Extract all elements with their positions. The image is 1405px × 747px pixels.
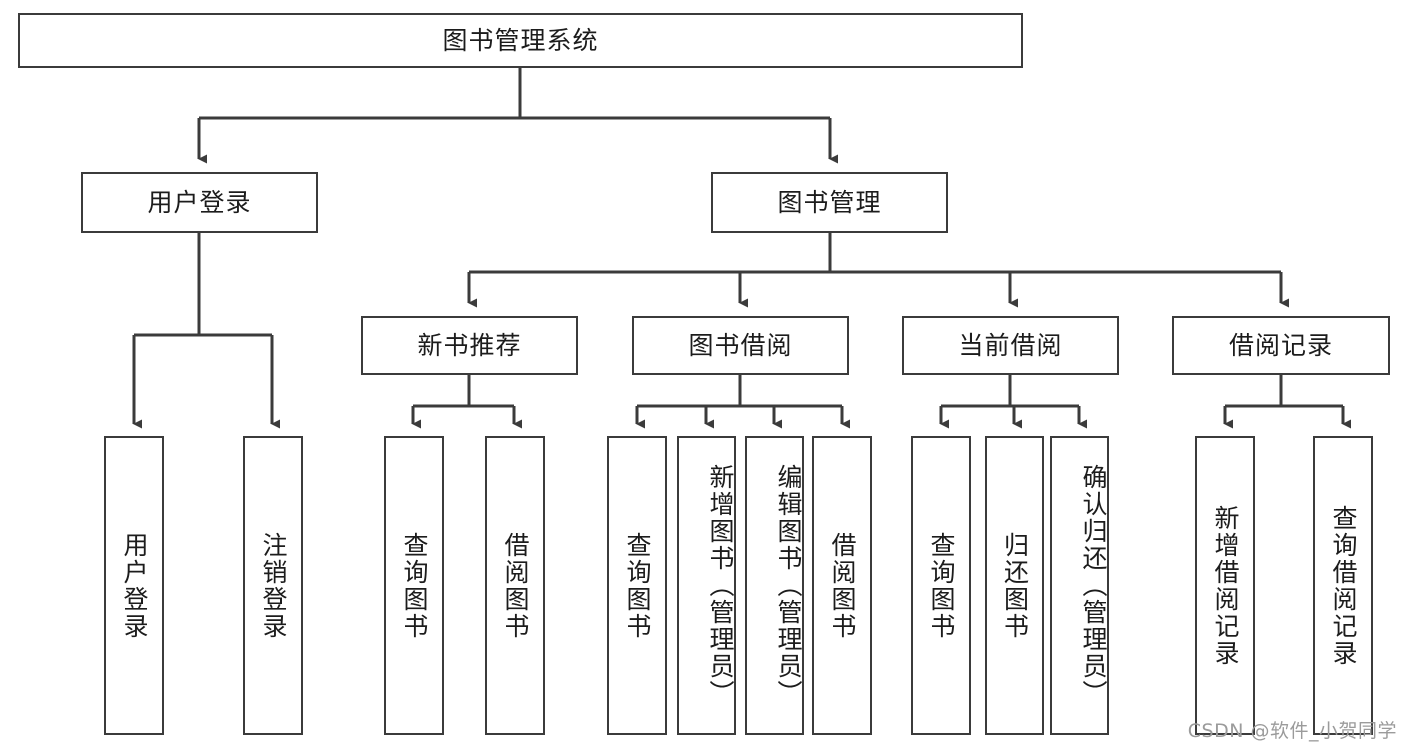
node-book-management[interactable]: 图书管理 <box>711 172 948 233</box>
leaf-current-return-book[interactable]: 归还图书 <box>985 436 1044 735</box>
node-book-borrow[interactable]: 图书借阅 <box>632 316 849 375</box>
leaf-current-confirm-return-admin[interactable]: 确认归还（管理员） <box>1050 436 1109 735</box>
node-current-borrow[interactable]: 当前借阅 <box>902 316 1119 375</box>
leaf-current-query-book[interactable]: 查询图书 <box>911 436 971 735</box>
leaf-user-login-signout[interactable]: 注销登录 <box>243 436 303 735</box>
node-borrow-record[interactable]: 借阅记录 <box>1172 316 1390 375</box>
leaf-user-login-signin[interactable]: 用户登录 <box>104 436 164 735</box>
node-user-login[interactable]: 用户登录 <box>81 172 318 233</box>
leaf-borrow-borrow-book[interactable]: 借阅图书 <box>812 436 872 735</box>
leaf-new-book-borrow[interactable]: 借阅图书 <box>485 436 545 735</box>
leaf-record-query-record[interactable]: 查询借阅记录 <box>1313 436 1373 735</box>
leaf-new-book-query[interactable]: 查询图书 <box>384 436 444 735</box>
node-new-book-recommend[interactable]: 新书推荐 <box>361 316 578 375</box>
leaf-borrow-edit-book-admin[interactable]: 编辑图书（管理员） <box>745 436 804 735</box>
leaf-record-add-record[interactable]: 新增借阅记录 <box>1195 436 1255 735</box>
node-root-system[interactable]: 图书管理系统 <box>18 13 1023 68</box>
leaf-borrow-query-book[interactable]: 查询图书 <box>607 436 667 735</box>
leaf-borrow-add-book-admin[interactable]: 新增图书（管理员） <box>677 436 736 735</box>
